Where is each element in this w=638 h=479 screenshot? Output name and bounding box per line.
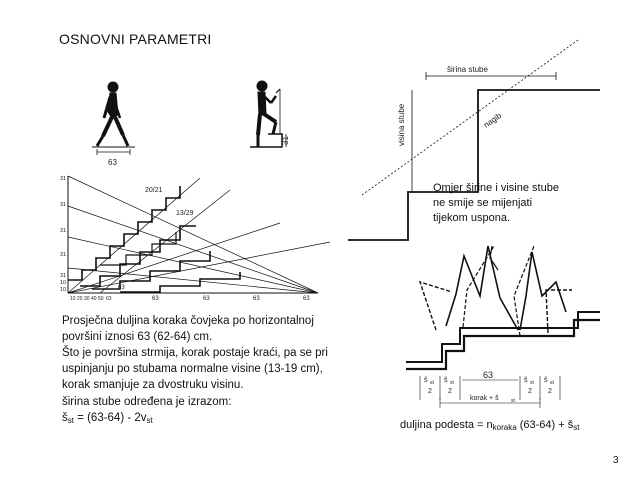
step-sum-label: korak + š	[470, 395, 499, 402]
climbing-figure	[250, 80, 287, 148]
y-label: 10	[60, 287, 66, 293]
ratio-label-b: 13/29	[176, 210, 194, 217]
half-width-label: š	[424, 377, 428, 384]
bottom-label: 63	[303, 296, 310, 302]
y-label: 31	[60, 228, 66, 234]
landing-diagram	[406, 245, 600, 408]
half-width-sub: st	[430, 380, 435, 386]
text-line: korak smanjuje za dvostruku visinu.	[62, 379, 244, 391]
step-sum-sub: st	[511, 398, 516, 404]
rise-dimension-label: 31	[281, 136, 290, 145]
y-label: 31	[60, 252, 66, 258]
text-line: površini iznosi 63 (62-64) cm.	[62, 331, 213, 343]
y-label: 31	[60, 202, 66, 208]
half-width-label: š	[524, 377, 528, 384]
formula-intro: širina stube određena je izrazom:	[62, 396, 232, 408]
half-width-sub: st	[530, 380, 535, 386]
page-number: 3	[613, 455, 619, 466]
note-line: ne smije se mijenjati	[433, 197, 533, 209]
slide-title: OSNOVNI PARAMETRI	[59, 31, 212, 47]
formula-width: šst = (63-64) - 2vst	[62, 412, 153, 425]
half-width-denom: 2	[548, 388, 552, 395]
half-width-label: š	[444, 377, 448, 384]
paragraph-width-formula: širina stube određena je izrazom: šst = …	[62, 394, 362, 426]
stair-width-label: širina stube	[447, 65, 488, 74]
stair-height-label: visina stube	[397, 103, 406, 146]
x-label: 20	[77, 296, 83, 302]
half-width-denom: 2	[528, 388, 532, 395]
x-label: 50	[98, 296, 104, 302]
stair-ratio-chart	[67, 175, 331, 294]
landing-formula: duljina podesta = nkoraka (63-64) + šst	[400, 419, 580, 432]
x-label: 40	[91, 296, 97, 302]
half-width-sub: st	[550, 380, 555, 386]
half-width-label: š	[544, 377, 548, 384]
note-line: Omjer širine i visine stube	[433, 182, 559, 194]
x-label: 10	[70, 296, 76, 302]
note-line: tijekom uspona.	[433, 212, 511, 224]
stride-label: 63	[483, 370, 493, 380]
x-label: 30	[84, 296, 90, 302]
y-label: 31	[60, 176, 66, 182]
text-line: uspinjanju po stubama normalne visine (1…	[62, 363, 323, 375]
x-label: 63	[106, 296, 112, 302]
text-line: Prosječna duljina koraka čovjeka po hori…	[62, 315, 314, 327]
walk-dimension-label: 63	[108, 158, 117, 167]
walking-figure	[92, 81, 135, 155]
bottom-label: 63	[253, 296, 260, 302]
half-width-denom: 2	[428, 388, 432, 395]
text-line: Što je površina strmija, korak postaje k…	[62, 347, 328, 359]
chart-x-labels: 10 20 30 40 50 63	[70, 296, 112, 302]
landing-half-widths: š st 2 š st 2 š st 2 š st 2	[424, 377, 555, 395]
chart-bottom-labels: 63 63 63 63 63	[118, 285, 310, 302]
half-width-denom: 2	[448, 388, 452, 395]
paragraph-step-length: Prosječna duljina koraka čovjeka po hori…	[62, 313, 362, 393]
ratio-note: Omjer širine i visine stube ne smije se …	[433, 181, 593, 226]
stair-slope-label: nagib	[482, 111, 504, 130]
half-width-sub: st	[450, 380, 455, 386]
ratio-label-a: 20/21	[145, 187, 163, 194]
stair-profile	[348, 39, 600, 241]
chart-y-labels: 31 31 31 31 31 10 10	[60, 176, 66, 293]
y-label: 10	[60, 280, 66, 286]
bottom-label: 63	[118, 285, 125, 291]
y-label: 31	[60, 273, 66, 279]
bottom-label: 63	[203, 296, 210, 302]
bottom-label: 63	[152, 296, 159, 302]
